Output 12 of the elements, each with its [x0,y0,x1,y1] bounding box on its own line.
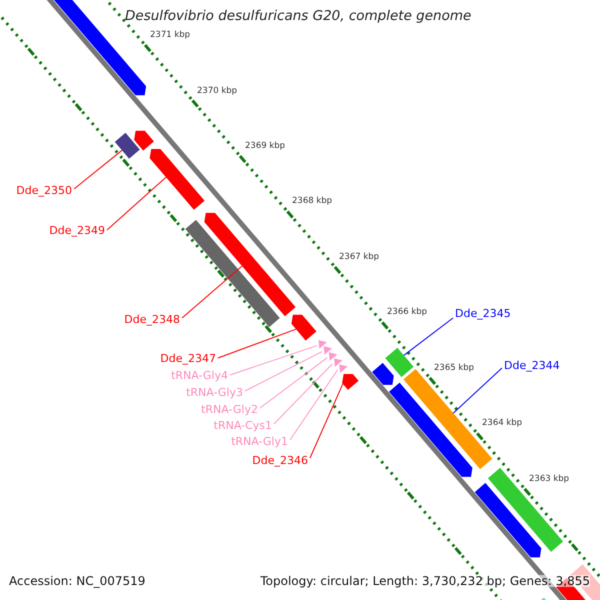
scale-label: 2363 kbp [529,475,570,484]
scale-label: 2365 kbp [434,364,474,372]
accession-text: Accession: NC_007519 [9,575,146,587]
title: Desulfovibrio desulfuricans G20, complete genome [125,10,472,24]
scale-label: 2369 kbp [245,142,286,150]
scale-label: 2367 kbp [339,253,380,262]
scale-label: 2371 kbp [150,31,190,40]
scale-label: 2366 kbp [387,308,428,316]
scale-label: 2368 kbp [292,197,332,206]
genome-info-text: Topology: circular; Length: 3,730,232 bp; Genes: 3,855 [260,575,590,587]
scale-label: 2370 kbp [197,87,238,96]
scale-label: 2364 kbp [482,419,522,428]
